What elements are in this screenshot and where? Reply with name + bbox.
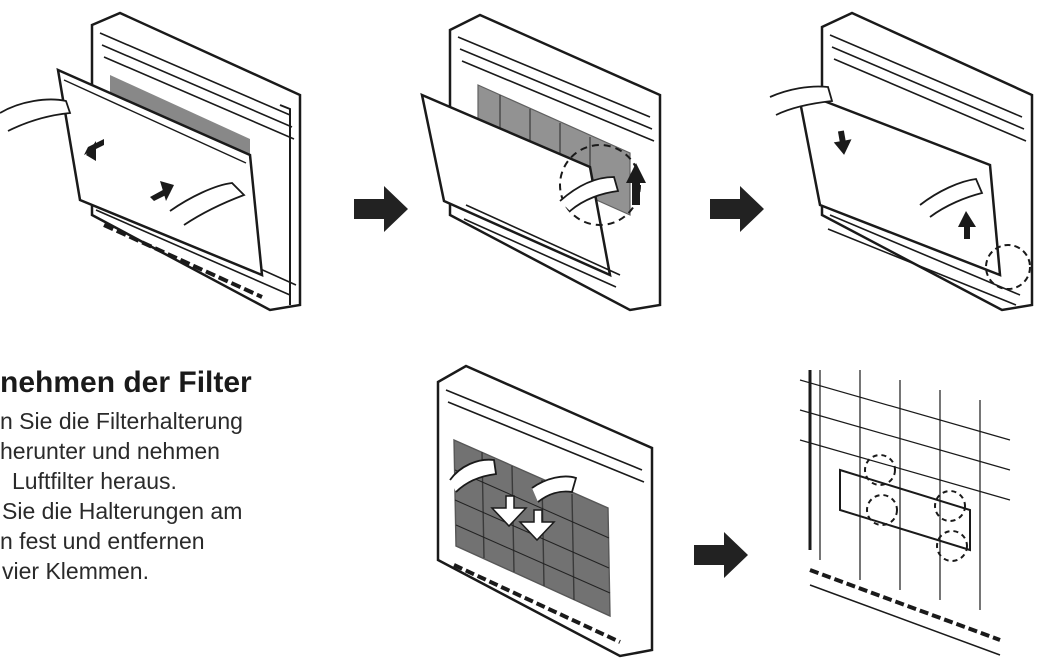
instruction-line-1: n Sie die Filterhalterung	[0, 408, 243, 434]
instruction-line-6: vier Klemmen.	[2, 558, 149, 584]
step5-clamps-detail-illustration	[799, 370, 1011, 656]
step3-remove-panel-illustration	[769, 11, 1034, 312]
step2-release-latch-illustration	[420, 13, 662, 312]
step-arrow-2	[710, 186, 764, 232]
instruction-line-3: Luftfilter heraus.	[12, 468, 177, 494]
instruction-text-block: nehmen der Filter n Sie die Filterhalter…	[0, 366, 300, 586]
section-heading: nehmen der Filter	[0, 366, 252, 399]
instruction-line-2: herunter und nehmen	[0, 438, 220, 464]
step4-pull-filters-illustration	[436, 364, 654, 658]
step1-open-panel-illustration	[0, 11, 302, 312]
step-arrow-3	[694, 532, 748, 578]
instruction-line-5: n fest und entfernen	[0, 528, 205, 554]
instruction-line-4: Sie die Halterungen am	[2, 498, 243, 524]
step-arrow-1	[354, 186, 408, 232]
